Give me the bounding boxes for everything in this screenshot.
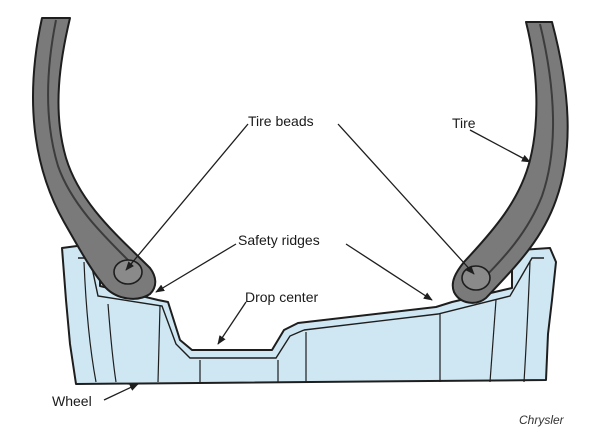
tire-right-inner-shade — [479, 23, 554, 283]
rim-contour-2 — [107, 303, 117, 383]
label-tire: Tire — [452, 115, 476, 131]
tire-left-inner-shade — [47, 19, 135, 267]
label-wheel: Wheel — [52, 393, 92, 409]
leader-tire-beads-left — [125, 123, 249, 271]
leader-tire — [469, 129, 531, 163]
rim-inner-line-right — [303, 257, 544, 331]
label-tire-beads: Tire beads — [248, 113, 314, 129]
tire-left — [32, 17, 157, 300]
rim-contour-1 — [83, 261, 97, 383]
credit-chrysler: Chrysler — [519, 413, 564, 427]
leader-lines — [103, 123, 531, 401]
rim-contour-9 — [523, 261, 531, 383]
leader-safety-ridges-right — [345, 243, 433, 301]
leader-wheel — [103, 383, 139, 401]
rim-contour-3 — [157, 305, 161, 383]
rim-contour-8 — [489, 299, 497, 383]
leader-drop-center — [217, 301, 247, 345]
tire-left-sidewall — [32, 17, 157, 300]
leader-safety-ridges-left — [155, 243, 237, 293]
tire-right-bead — [461, 265, 491, 291]
tire-left-bead — [113, 259, 143, 285]
wheel-rim — [61, 243, 557, 385]
label-drop-center: Drop center — [245, 289, 319, 305]
label-safety-ridges: Safety ridges — [238, 232, 320, 248]
leader-tire-beads-right — [337, 123, 475, 275]
tire-right — [451, 21, 569, 304]
wheel-body — [61, 243, 557, 385]
